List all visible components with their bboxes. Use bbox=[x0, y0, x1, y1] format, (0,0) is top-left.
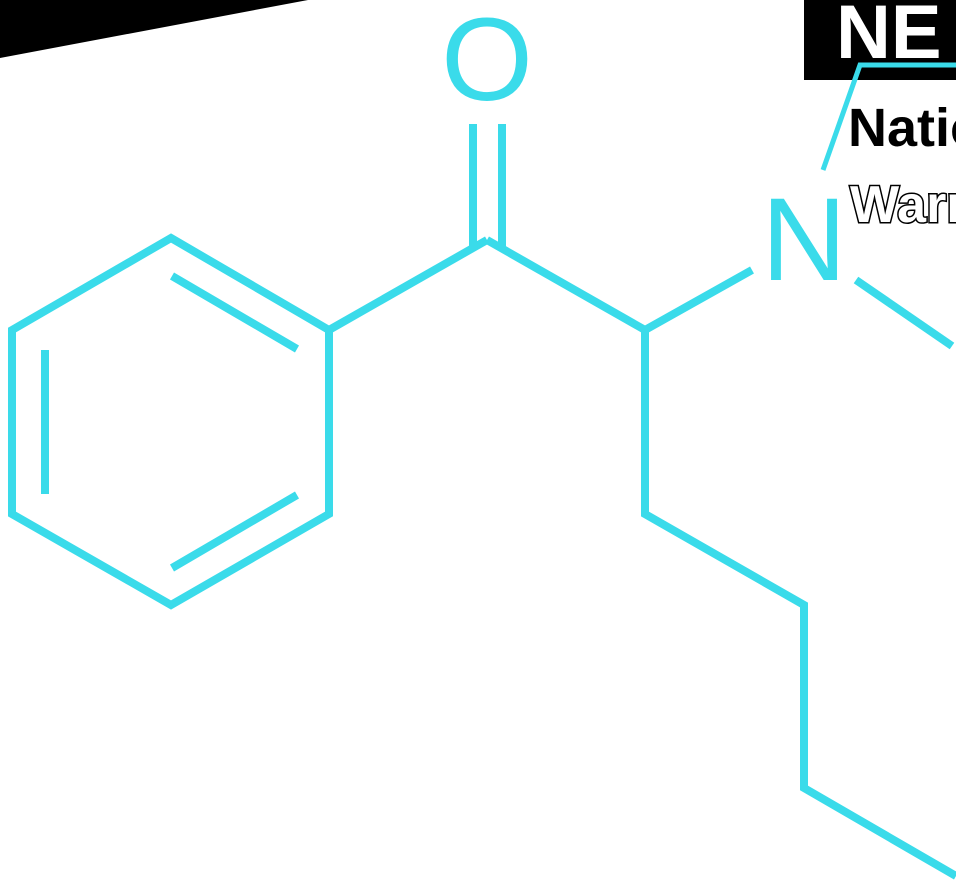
bond-ring-carbonyl bbox=[327, 236, 489, 334]
bond-alpha-nitrogen bbox=[643, 266, 754, 334]
bond-nitrogen-right bbox=[853, 276, 955, 350]
banner-line-warning: Warn bbox=[850, 176, 956, 234]
bond-carbonyl-alpha bbox=[485, 236, 647, 334]
aromatic-inner-bond-bottom bbox=[169, 491, 300, 572]
logo-block: NE bbox=[804, 0, 956, 80]
atom-nitrogen-label: N bbox=[761, 174, 846, 306]
subtitle-outline-shape bbox=[820, 62, 956, 171]
black-diagonal-banner bbox=[0, 0, 308, 58]
atom-oxygen-label: O bbox=[441, 0, 533, 126]
banner-line-national: Natio bbox=[848, 98, 956, 158]
aromatic-inner-bond-top bbox=[169, 272, 300, 353]
alkyl-chain-bonds bbox=[641, 330, 956, 880]
benzene-ring-bonds bbox=[7, 233, 333, 610]
bond-group bbox=[7, 124, 956, 880]
